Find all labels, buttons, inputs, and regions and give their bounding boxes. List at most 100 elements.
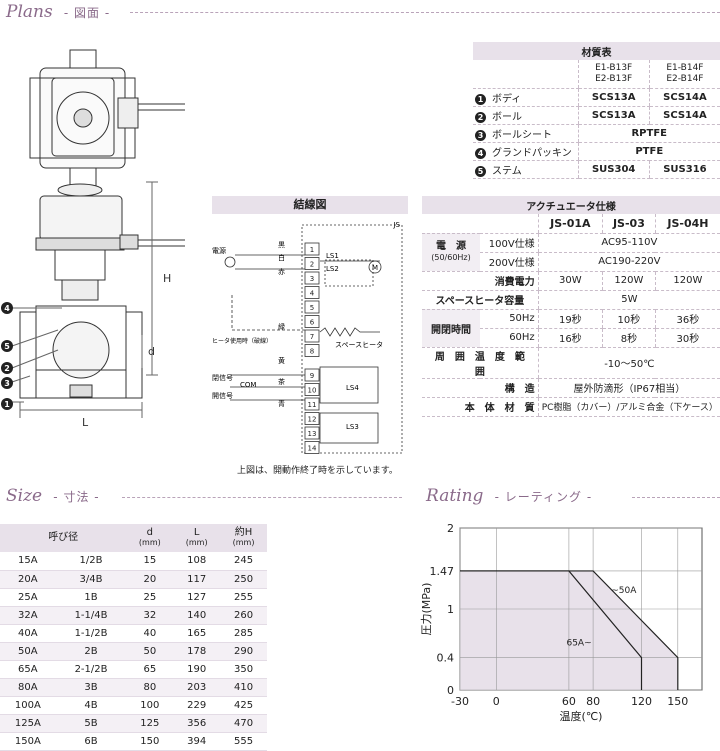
motor-label: M xyxy=(372,264,378,272)
power-200: 200V仕様 xyxy=(480,252,539,272)
mat-name: ステム xyxy=(492,165,522,177)
terminal-number: 12 xyxy=(308,416,317,424)
terminal-box xyxy=(304,329,320,343)
size-nominal-b: 4B xyxy=(55,696,127,715)
mat-name: グランドパッキン xyxy=(492,147,572,159)
wire-red: 赤 xyxy=(278,268,285,276)
size-nominal-b: 1B xyxy=(55,588,127,607)
terminal-box xyxy=(304,383,320,396)
dim-l-label: L xyxy=(82,416,89,429)
ambient-label: 周 囲 温 度 範 囲 xyxy=(422,347,539,379)
structure-label: 構 造 xyxy=(422,378,539,398)
size-d: 15 xyxy=(126,552,174,571)
plans-rule xyxy=(130,12,720,13)
size-h: 245 xyxy=(220,552,267,571)
mat-col2-line2: E2-B14F xyxy=(666,73,704,84)
size-nominal-b: 2B xyxy=(55,642,127,661)
size-h: 555 xyxy=(220,732,267,751)
mat-name: ボールシート xyxy=(492,129,552,141)
power-100-val: AC95-110V xyxy=(537,233,720,253)
mat-col1-line2: E2-B13F xyxy=(595,73,633,84)
ls4-label: LS4 xyxy=(346,384,359,392)
size-h: 425 xyxy=(220,696,267,715)
size-nominal-b: 2-1/2B xyxy=(55,660,127,679)
consumption-1: 30W xyxy=(537,271,603,291)
size-d: 40 xyxy=(126,624,174,643)
size-nominal-b: 3B xyxy=(55,678,127,697)
size-nominal-b: 1/2B xyxy=(55,552,127,571)
size-d: 65 xyxy=(126,660,174,679)
time-50hz: 50Hz xyxy=(480,309,539,329)
consumption-3: 120W xyxy=(654,271,720,291)
size-nominal-a: 20A xyxy=(0,570,56,589)
com-label: COM xyxy=(240,381,256,389)
terminal-number: 3 xyxy=(310,275,314,283)
callout-4: 4 xyxy=(4,304,10,313)
terminal-number: 8 xyxy=(310,348,314,356)
size-nominal-a: 25A xyxy=(0,588,56,607)
size-l: 108 xyxy=(173,552,221,571)
terminal-number: 5 xyxy=(310,304,314,312)
size-d: 20 xyxy=(126,570,174,589)
terminal-number: 9 xyxy=(310,372,314,380)
mat-col1-line1: E1-B13F xyxy=(595,62,633,73)
x-tick-label: 120 xyxy=(631,695,652,708)
x-tick-label: 150 xyxy=(667,695,688,708)
size-h-h: 約H xyxy=(234,527,253,538)
terminal-box xyxy=(304,441,320,454)
size-h: 350 xyxy=(220,660,267,679)
valve-drawing: H d L 4 5 2 3 1 xyxy=(1,49,185,429)
mat-no: 5 xyxy=(475,165,486,177)
terminal-box xyxy=(304,271,320,285)
open-signal: 開信号 xyxy=(212,391,233,400)
size-d: 32 xyxy=(126,606,174,625)
terminal-box xyxy=(304,242,320,256)
size-d: 125 xyxy=(126,714,174,733)
body-mat-label: 本 体 材 質 xyxy=(422,397,539,417)
size-l: 229 xyxy=(173,696,221,715)
series-label-65a: 65A~ xyxy=(566,638,591,648)
mat-v1: SCS13A xyxy=(577,88,650,107)
y-tick-label: 1 xyxy=(447,603,454,616)
model-2: JS-03 xyxy=(601,214,656,234)
heater-label: スペースヒータ xyxy=(335,340,383,349)
size-d: 100 xyxy=(126,696,174,715)
time-60hz: 60Hz xyxy=(480,328,539,348)
size-h-h-unit: (mm) xyxy=(232,538,255,547)
heater-cap-label: スペースヒータ容量 xyxy=(422,290,539,310)
mat-v1: SUS304 xyxy=(577,160,650,179)
mat-v2: SCS14A xyxy=(648,106,720,125)
materials-title: 材質表 xyxy=(473,42,720,60)
power-label: 電 源 xyxy=(436,241,466,252)
size-h: 260 xyxy=(220,606,267,625)
series-line xyxy=(460,570,643,690)
wiring-note: 上図は、開動作終了時を示しています。 xyxy=(237,466,398,476)
rating-subtitle: - レーティング - xyxy=(494,490,593,504)
model-1: JS-01A xyxy=(537,214,603,234)
ls3-label: LS3 xyxy=(346,423,359,431)
terminal-box xyxy=(304,412,320,425)
mat-name: ボール xyxy=(492,111,522,123)
structure-val: 屋外防滴形（IP67相当） xyxy=(537,378,720,398)
size-h-nominal: 呼び径 xyxy=(0,524,127,552)
size-h: 290 xyxy=(220,642,267,661)
time-60-2: 8秒 xyxy=(601,328,656,348)
mat-name: ボディ xyxy=(492,93,522,105)
y-tick-label: 0.4 xyxy=(437,652,455,665)
rating-header: Rating - レーティング - xyxy=(426,486,592,506)
size-l: 140 xyxy=(173,606,221,625)
terminal-box xyxy=(304,300,320,314)
size-l: 178 xyxy=(173,642,221,661)
y-tick-label: 0 xyxy=(447,684,454,697)
size-h: 250 xyxy=(220,570,267,589)
terminal-number: 10 xyxy=(308,387,317,395)
terminal-number: 7 xyxy=(310,333,314,341)
size-title: Size xyxy=(6,486,43,506)
